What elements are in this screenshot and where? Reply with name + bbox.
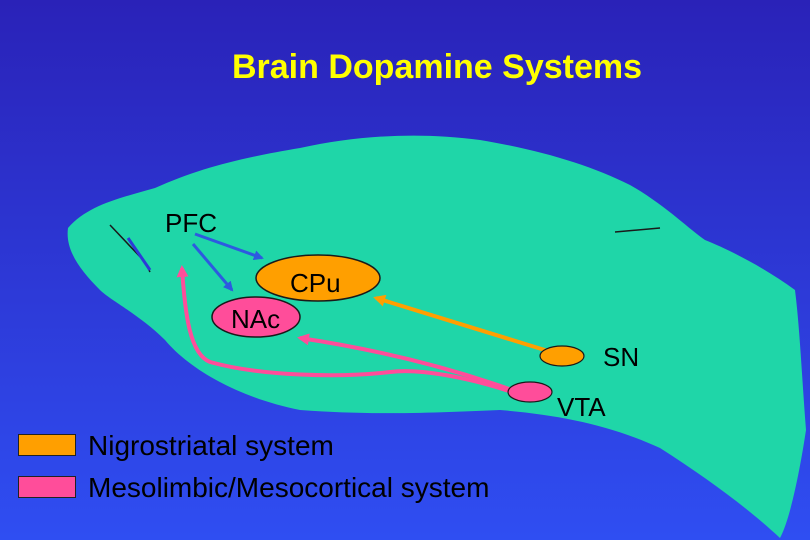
brain-silhouette <box>67 135 806 539</box>
label-vta: VTA <box>557 392 606 422</box>
pfc-to-cpu-arrow <box>194 232 264 261</box>
mesocortical-arrow <box>176 265 513 394</box>
cpu-region <box>255 254 381 302</box>
legend-swatch-nigrostriatal <box>18 434 76 456</box>
label-nac: NAc <box>231 304 281 334</box>
pfc-to-nac-arrow <box>191 243 234 292</box>
brain-notch-right <box>614 227 661 233</box>
mesolimbic-arrow <box>297 333 513 392</box>
label-pfc: PFC <box>165 208 217 238</box>
vta-region <box>507 381 553 403</box>
slide-title: Brain Dopamine Systems <box>231 48 643 86</box>
legend-label-mesolimbic: Mesolimbic/Mesocortical system <box>88 472 490 503</box>
nigrostriatal-arrow <box>373 294 549 353</box>
sn-region <box>539 345 585 367</box>
legend-swatch-mesolimbic <box>18 476 76 498</box>
legend-label-nigrostriatal: Nigrostriatal system <box>88 430 334 461</box>
label-sn: SN <box>603 342 640 372</box>
label-cpu: CPu <box>290 268 341 298</box>
brain-notch-left-2 <box>126 237 152 271</box>
nac-region <box>211 296 301 338</box>
